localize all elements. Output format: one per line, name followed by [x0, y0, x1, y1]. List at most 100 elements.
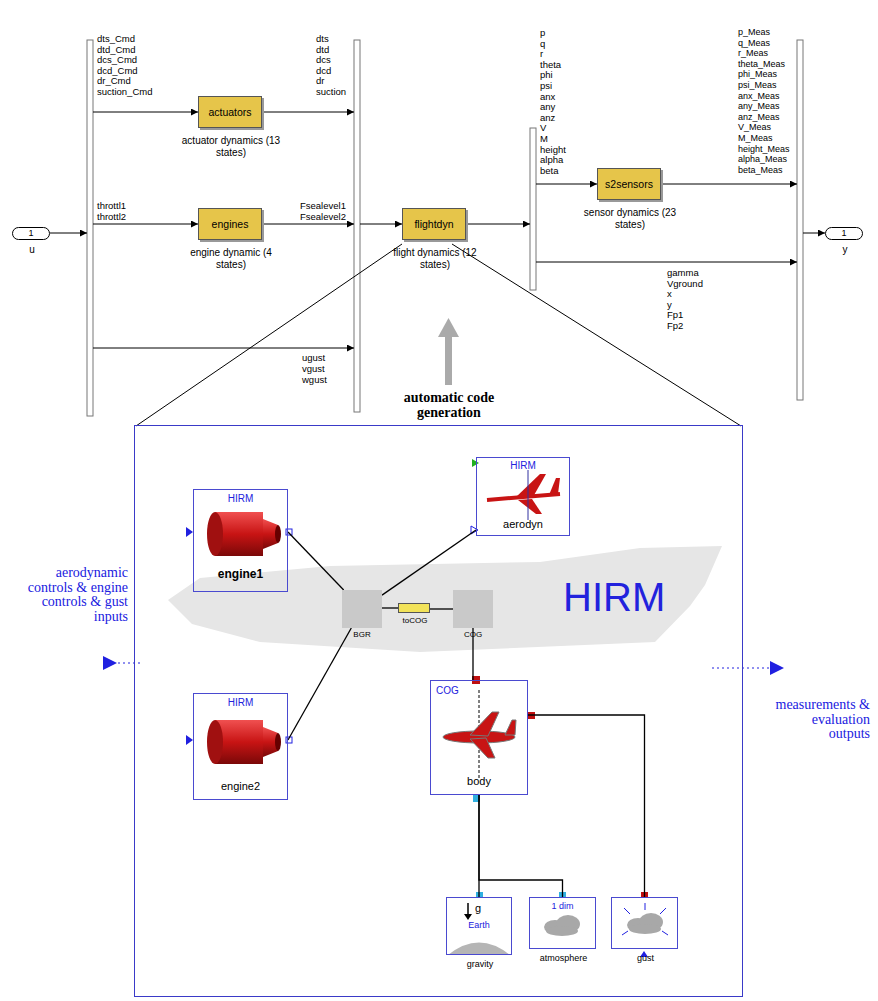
port-name: u: [13, 244, 51, 256]
signal-name: Fsealevel2: [300, 212, 346, 222]
signal-name: theta: [540, 60, 561, 70]
signal-bus-bar-part: [530, 128, 536, 290]
signal-name: r: [540, 49, 543, 59]
aerodynamics-icon-part: [518, 499, 542, 514]
subsystem-block: s2sensorssensor dynamics (23 states): [597, 168, 661, 200]
zoom-line-part: [452, 244, 741, 426]
component-name: atmosphere: [518, 953, 609, 963]
connection-line: [430, 608, 453, 609]
signal-name: Fsealevel1: [300, 201, 346, 211]
gravity-icon-part: [464, 914, 472, 920]
gust-component: gust: [611, 897, 678, 949]
block-caption: actuator dynamics (13 states): [177, 135, 285, 158]
signal-name: vgust: [302, 364, 325, 374]
signal-wire-part: [262, 112, 354, 113]
signal-wire-part: [93, 112, 198, 113]
aerodynamics-icon-part: [515, 474, 546, 498]
engine-icon-part: [207, 512, 223, 556]
signal-name: q: [540, 39, 545, 49]
signal-name: dcd_Cmd: [97, 66, 138, 76]
io-arrow-part: [118, 663, 140, 664]
gust-arrows-part: [622, 931, 628, 935]
body-icon-part: [505, 720, 516, 735]
symbol-text: g: [475, 902, 495, 915]
model-name: 1 dim: [530, 901, 595, 911]
block-name: engines: [199, 209, 261, 239]
frame-name: COG: [443, 630, 503, 639]
engine-icon-part: [207, 720, 223, 764]
signal-name: M_Meas: [738, 134, 773, 144]
connection-line: [288, 532, 344, 590]
gravity-icon-part: [448, 943, 510, 956]
port-number: 1: [826, 228, 862, 239]
signal-wire-part: [536, 184, 597, 185]
component-name: body: [431, 775, 527, 788]
signal-name: dcs: [316, 55, 331, 65]
io-arrow-part: [712, 668, 770, 669]
signal-name: dr_Cmd: [97, 76, 131, 86]
signal-wire-part: [262, 224, 354, 225]
library-name: HIRM: [194, 697, 287, 709]
signal-name: phi: [540, 70, 553, 80]
subsystem-block: enginesengine dynamic (4 states): [198, 208, 262, 240]
block-caption: engine dynamic (4 states): [177, 247, 285, 270]
zoom-line: [136, 244, 741, 426]
code-generation-arrow-part: [438, 318, 459, 337]
signal-name: anz_Meas: [738, 113, 780, 123]
signal-name: dtd_Cmd: [97, 45, 136, 55]
frame-name: BGR: [332, 630, 392, 639]
signal-name: wgust: [302, 375, 327, 385]
subsystem-block: actuatorsactuator dynamics (13 states): [198, 96, 262, 128]
signal-name: anx: [540, 92, 555, 102]
signal-name: suction: [316, 87, 346, 97]
code-generation-arrow-part: [445, 335, 452, 385]
signal-name: alpha: [540, 155, 563, 165]
body-icon: [443, 690, 516, 780]
signal-wire: [50, 112, 825, 348]
signal-name: M: [540, 134, 548, 144]
annotation: automatic code generation: [393, 391, 505, 420]
annotation: aerodynamic controls & engine controls &…: [26, 566, 128, 625]
cloud-icon-part: [629, 924, 661, 934]
component-name: aerodyn: [477, 518, 569, 531]
component-name: gravity: [439, 959, 521, 969]
signal-name: dr: [316, 76, 324, 86]
signal-name: theta_Meas: [738, 60, 785, 70]
engine-icon: [207, 512, 281, 764]
signal-bus-bar-part: [354, 40, 360, 412]
zoom-line-part: [136, 244, 402, 426]
signal-name: any: [540, 102, 555, 112]
signal-name: height: [540, 145, 566, 155]
signal-name: throttl2: [97, 212, 126, 222]
signal-wire-part: [466, 224, 530, 225]
gravity-icon: [448, 903, 510, 955]
aerodynamics-icon-part: [549, 478, 560, 495]
signal-wire-part: [360, 224, 402, 225]
signal-wire-part: [93, 348, 354, 349]
signal-name: throttl1: [97, 201, 126, 211]
signal-name: p: [540, 28, 545, 38]
engine-icon-part: [207, 720, 281, 764]
body-component: COGbody: [430, 680, 528, 795]
cloud-icon-part: [546, 926, 578, 936]
component-name: engine1: [194, 568, 287, 582]
aircraft-silhouette: [168, 546, 722, 652]
signal-name: psi_Meas: [738, 81, 777, 91]
aerodynamics-icon: [487, 470, 560, 520]
engine-component: HIRMengine2: [193, 693, 288, 800]
port-symbol-part: [186, 527, 193, 537]
signal-name: y: [667, 300, 672, 310]
atmosphere-component: 1 dimatmosphere: [529, 897, 596, 949]
signal-name: x: [667, 289, 672, 299]
cloud-icon: [544, 913, 663, 936]
io-arrow-part: [770, 661, 784, 675]
gust-arrows-part: [662, 931, 668, 935]
engine-component: HIRMengine1: [193, 489, 288, 592]
signal-name: dtd: [316, 45, 329, 55]
signal-name: gamma: [667, 268, 699, 278]
port-symbol: [186, 459, 648, 957]
signal-name: dcs_Cmd: [97, 55, 137, 65]
io-arrow-part: [103, 656, 117, 670]
block-name: actuators: [199, 97, 261, 127]
